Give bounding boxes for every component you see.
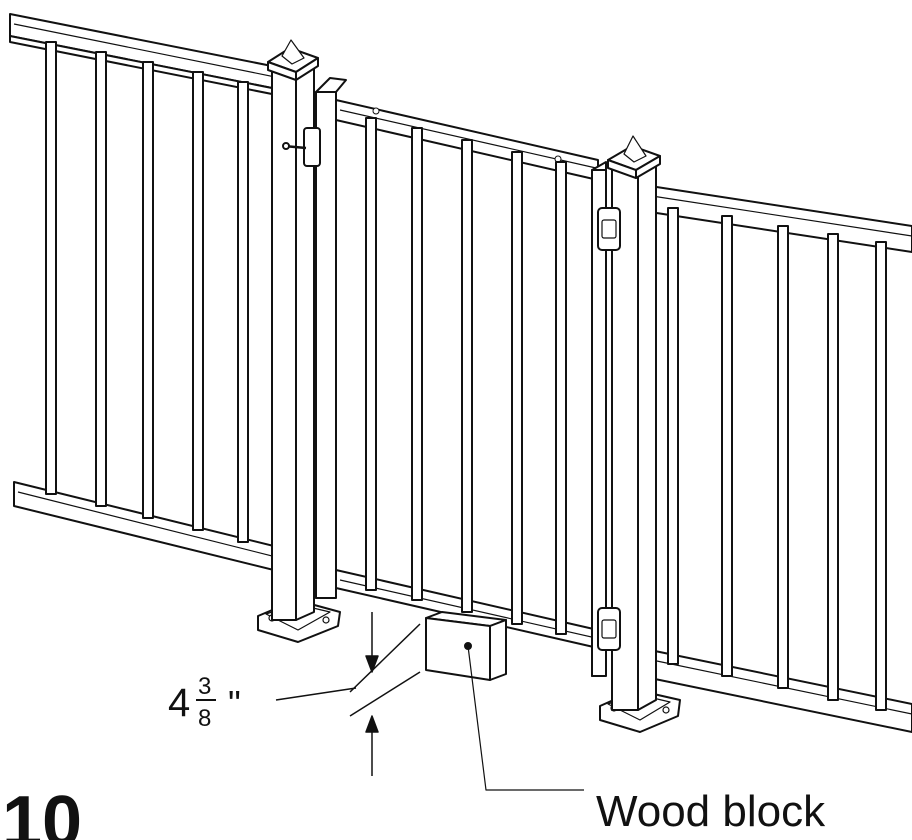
left-balusters xyxy=(45,41,249,543)
step-number: 10 xyxy=(2,782,82,840)
gate-balusters xyxy=(365,117,567,635)
wood-block-callout: Wood block xyxy=(467,645,826,836)
dimension-denominator: 8 xyxy=(198,705,211,732)
wood-block xyxy=(425,611,507,681)
wood-block-label: Wood block xyxy=(596,787,826,836)
clearance-dimension xyxy=(275,612,421,776)
dimension-whole: 4 xyxy=(168,681,190,725)
gate-panel xyxy=(315,77,607,677)
left-post xyxy=(257,39,341,643)
left-rail-section xyxy=(9,13,293,575)
dimension-numerator: 3 xyxy=(198,673,211,700)
right-rail-section xyxy=(649,185,912,733)
dimension-unit: " xyxy=(228,683,241,724)
right-post xyxy=(597,135,681,733)
lower-hinge xyxy=(597,607,621,651)
upper-hinge xyxy=(597,207,621,251)
right-balusters xyxy=(667,207,887,711)
dimension-label: 4 3 8 " xyxy=(168,673,241,732)
gate-latch xyxy=(282,127,321,167)
